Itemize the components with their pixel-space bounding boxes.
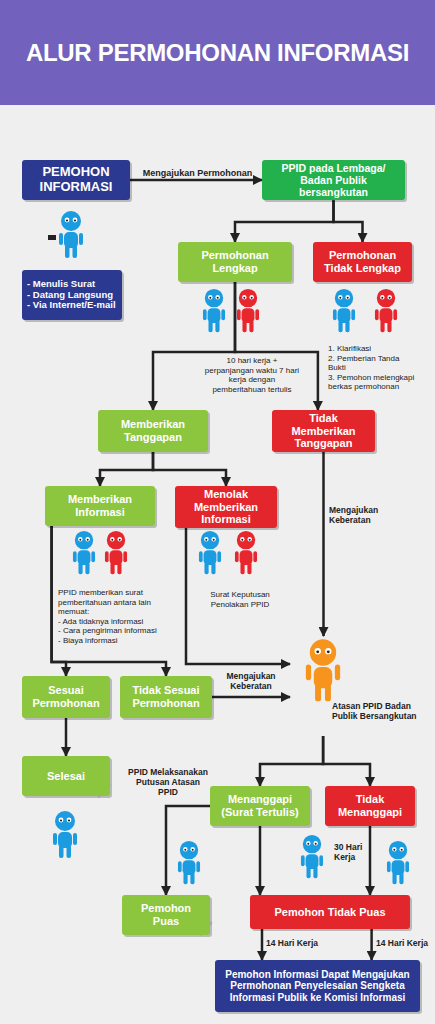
note-text: 1. Klarifikasi [328,344,416,354]
node-text: Memberikan Informasi [50,493,150,518]
process-box: Tidak Memberikan Tanggapan [272,410,375,452]
node-text: Tidak Menanggapi [330,793,410,818]
note-text: PPID memberikan surat pemberitahuan anta… [58,588,174,617]
note-group: PPID memberikan surat pemberitahuan anta… [58,588,174,646]
person-figure [59,211,83,258]
process-box: Permohonan Lengkap [178,242,292,282]
note-text: Surat Keputusan Penolakan PPID [192,590,288,609]
person-figure [178,841,200,884]
connector-arrow [100,452,153,486]
person-figure [53,811,77,858]
process-box: Tidak Sesuai Permohonan [120,676,212,718]
note-text: - Cara pengiriman informasi [58,626,174,636]
note-group: 10 hari kerja + perpanjangan waktu 7 har… [203,356,301,394]
connector-arrow [260,736,323,786]
edge-label: 14 Hari Kerja [266,938,336,948]
process-box: Tidak Menanggapi [325,786,415,826]
node-text: Pemohon Puas [127,902,205,927]
person-figure [375,289,397,332]
process-box: Pemohon Tidak Puas [250,895,410,929]
connector-arrow [370,929,373,960]
connector-arrow [259,826,262,895]
connector-arrow [186,528,290,664]
edge-label: 14 Hari Kerja [376,938,432,948]
connector-arrow [212,696,290,699]
person-figure [199,531,221,574]
process-box: Memberikan Tanggapan [98,410,208,452]
process-box: Permohonan Tidak Lengkap [313,242,412,282]
note-text: 10 hari kerja + perpanjangan waktu 7 har… [203,356,301,394]
note-text: 2. Pemberian Tanda Bukti [328,354,416,373]
title-text: ALUR PERMOHONAN INFORMASI [0,0,435,105]
node-text: Sesuai Permohonan [27,684,105,709]
connector-arrow [166,806,210,895]
node-text: Permohonan Lengkap [183,249,287,274]
person-figure [387,841,409,884]
connector-arrow [65,718,68,756]
node-text: Pemohon Informasi Dapat Mengajukan Permo… [220,969,415,1004]
node-text: - Via Internet/E-mail [27,300,116,311]
node-text: Atasan PPID Badan Publik Bersangkutan [332,702,425,722]
connector-arrow [235,200,334,242]
process-box: PPID pada Lembaga/ Badan Publik bersangk… [262,160,405,200]
process-box: Sesuai Permohonan [22,676,110,718]
connector-arrow [153,452,226,486]
process-box: Menanggapi (Surat Tertulis) [210,786,310,826]
person-figure [73,531,95,574]
connector-arrow [130,179,262,182]
node-text: Menolak Memberikan Informasi [180,488,272,526]
node-text: Permohonan Tidak Lengkap [318,249,407,274]
connector-arrow [261,929,264,960]
node-text: PEMOHON INFORMASI [27,165,125,195]
edge-label: Mengajukan Permohonan [135,168,260,179]
person-figure [235,531,257,574]
note-text: - Biaya informasi [58,636,174,646]
person-figure [237,289,259,332]
figure-node: Atasan PPID Badan Publik Bersangkutan [290,636,425,736]
node-text: PPID pada Lembaga/ Badan Publik bersangk… [267,162,400,198]
process-box: Selesai [22,756,110,796]
node-text: Tidak Memberikan Tanggapan [277,412,370,450]
process-box: Menolak Memberikan Informasi [175,486,277,528]
connector-arrow [323,736,370,786]
process-box: Pemohon Informasi Dapat Mengajukan Permo… [215,960,420,1012]
person-figure [301,835,323,878]
note-text: - Ada tidaknya informasi [58,617,174,627]
edge-label: Mengajukan Keberatan [214,671,288,691]
note-group: 1. Klarifikasi2. Pemberian Tanda Bukti3.… [328,344,416,392]
node-text: - Menulis Surat [27,279,95,290]
person-figure [306,639,340,701]
phone-symbol [48,235,56,240]
connector-arrow [322,452,325,636]
node-text: Selesai [47,770,85,783]
process-box: - Menulis Surat- Datang Langsung- Via In… [22,270,122,320]
node-text: Memberikan Tanggapan [103,418,203,443]
process-box: Pemohon Puas [122,895,210,935]
edge-label: Mengajukan Keberatan [329,505,389,525]
node-text: - Datang Langsung [27,290,113,301]
process-box: PEMOHON INFORMASI [22,160,130,200]
connector-arrow [369,826,372,895]
node-text: Tidak Sesuai Permohonan [125,684,207,709]
person-figure [333,289,355,332]
edge-label: 30 Hari Kerja [334,842,368,862]
process-box: Memberikan Informasi [45,486,155,526]
edge-label: PPID Melaksanakan Putusan Atasan PPID [126,767,210,798]
node-text: Menanggapi (Surat Tertulis) [215,793,305,818]
node-text: Pemohon Tidak Puas [274,906,385,919]
person-figure [203,289,225,332]
connector-arrow [334,200,363,242]
note-group: Surat Keputusan Penolakan PPID [192,590,288,609]
person-figure [105,531,127,574]
note-text: 3. Pemohon melengkapi berkas permohonan [328,373,416,392]
